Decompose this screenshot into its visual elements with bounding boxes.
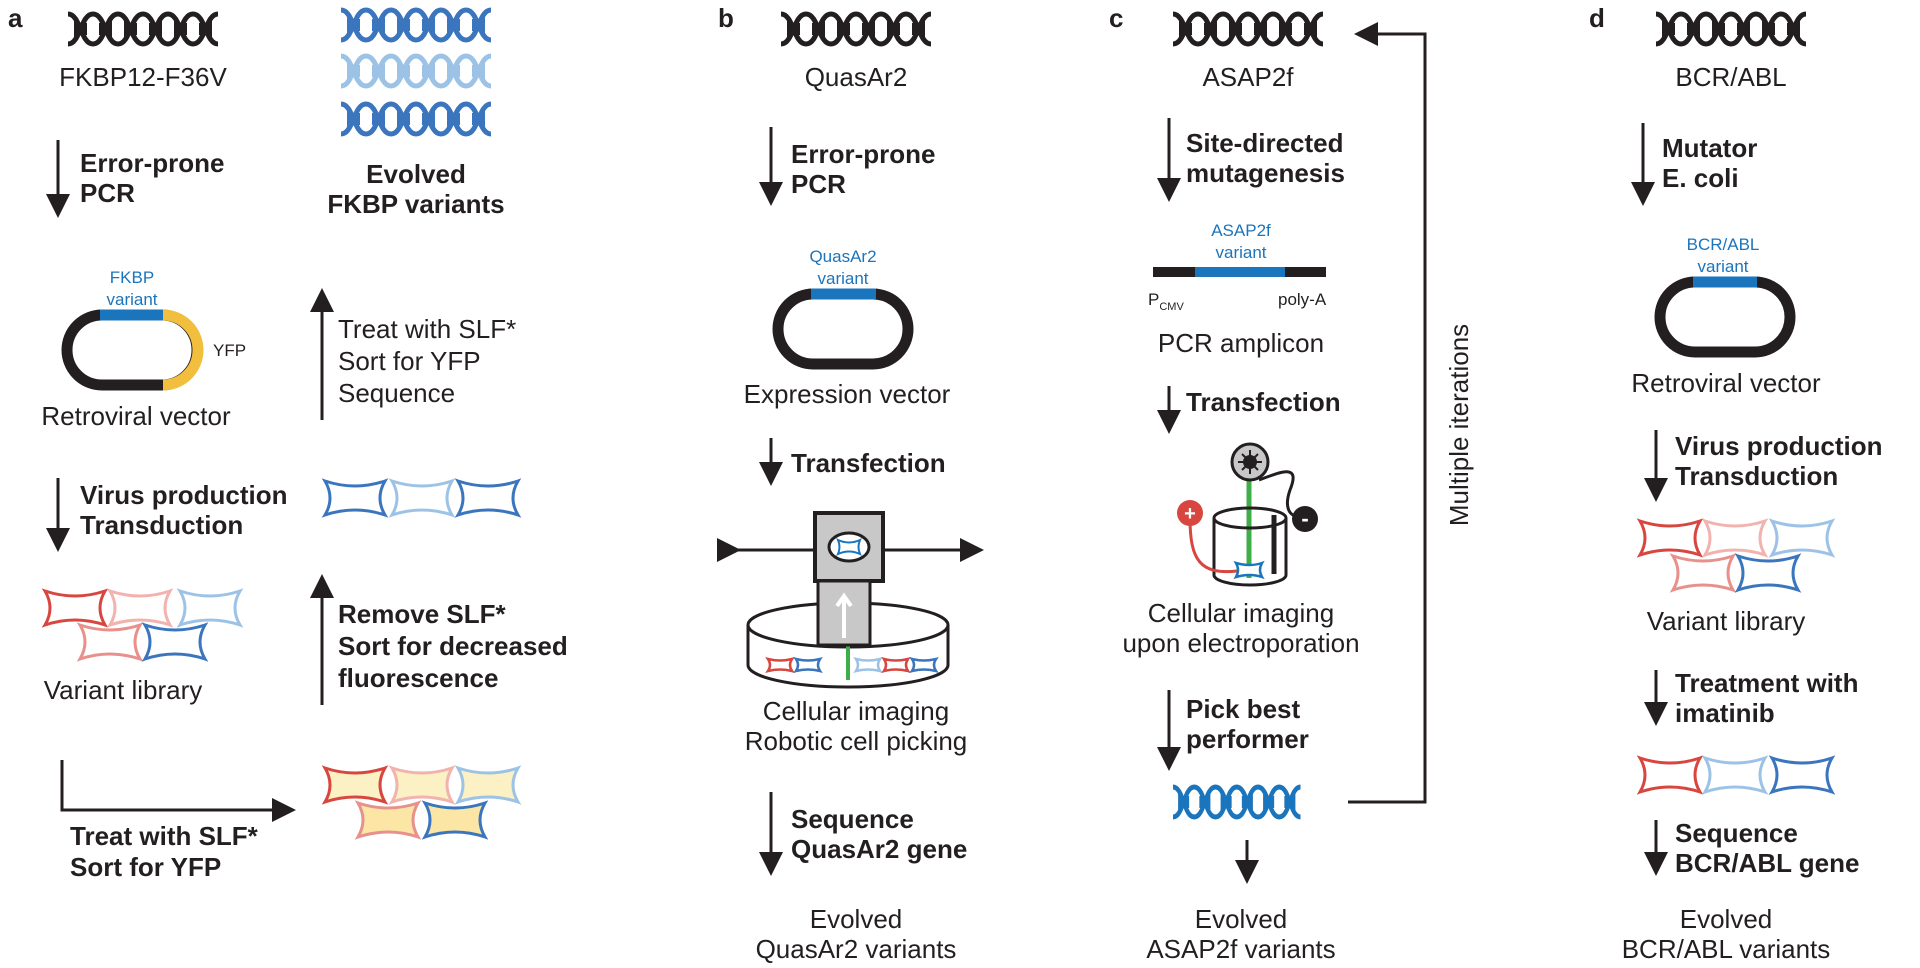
step-label: mutagenesis [1186,158,1345,188]
best-dna-icon [1173,787,1301,817]
step-label: Treat with SLF* [70,821,259,851]
result-label: Evolved [810,904,903,934]
plasmid-icon [61,309,203,391]
step-label: Sequence [1675,818,1798,848]
surviving-cells [1638,756,1834,794]
step-label: QuasAr2 gene [791,834,967,864]
vector-label: Retroviral vector [41,401,231,431]
cell-group [323,479,520,517]
step-label: Error-prone [80,148,224,178]
step-label: Sequence [791,804,914,834]
vector-label: Retroviral vector [1631,368,1821,398]
minus-sign: - [1301,506,1308,531]
iteration-loop-arrow [1348,22,1427,804]
result-label: FKBP variants [327,189,504,219]
variant-label: variant [1215,243,1266,262]
step-label: Transduction [1675,461,1838,491]
imaging-label: Cellular imaging [763,696,949,726]
amplicon-label: PCR amplicon [1158,328,1324,358]
variant-label: BCR/ABL [1687,235,1760,254]
panel-d-letter: d [1589,3,1605,33]
step-label: performer [1186,724,1309,754]
panel-b-letter: b [718,3,734,33]
imaging-label: Cellular imaging [1148,598,1334,628]
robotic-picker-icon [717,511,984,689]
variant-label: variant [817,269,868,288]
panel-a-letter: a [8,3,23,33]
arrow-right [60,760,296,822]
imaging-label: Robotic cell picking [745,726,968,756]
step-label: Virus production [80,480,288,510]
loop-label: Multiple iterations [1444,324,1474,526]
plasmid-icon [772,288,914,370]
variant-label: FKBP [110,268,154,287]
panel-d: d BCR/ABL Mutator E. coli BCR/ABL varian… [1589,3,1883,964]
gene-name: ASAP2f [1202,62,1294,92]
evolved-dna-icon [341,56,491,86]
variant-label: variant [1697,257,1748,276]
step-label: PCR [791,169,846,199]
step-label: Remove SLF* [338,599,506,629]
step-label: PCR [80,178,135,208]
yfp-cells [323,766,520,839]
panel-a: a FKBP12-F36V Error-prone PCR Evolved FK… [8,3,568,882]
panel-b: b QuasAr2 Error-prone PCR QuasAr2 varian… [717,3,984,964]
promoter-label: PCMV [1148,290,1184,313]
step-label: Transfection [1186,387,1341,417]
plasmid-icon [1654,276,1796,358]
plus-sign: + [1184,503,1196,525]
step-label: Transfection [791,448,946,478]
imaging-label: upon electroporation [1122,628,1359,658]
evolved-dna-icon [341,104,491,134]
dna-icon [68,14,218,44]
step-label: Sequence [338,378,455,408]
evolved-dna-icon [341,10,491,40]
library-label: Variant library [44,675,202,705]
result-label: ASAP2f variants [1146,934,1335,964]
gene-name: FKBP12-F36V [59,62,227,92]
step-label: imatinib [1675,698,1775,728]
step-label: fluorescence [338,663,498,693]
dna-icon [781,14,931,44]
step-label: Pick best [1186,694,1301,724]
result-label: Evolved [1195,904,1288,934]
step-label: Treat with SLF* [338,314,516,344]
yfp-label: YFP [213,341,246,360]
step-label: Treatment with [1675,668,1858,698]
variant-label: QuasAr2 [809,247,876,266]
result-label: Evolved [1680,904,1773,934]
panel-c: c ASAP2f Site-directed mutagenesis ASAP2… [1109,3,1474,964]
step-label: E. coli [1662,163,1739,193]
gene-name: QuasAr2 [805,62,908,92]
polya-label: poly-A [1278,290,1327,309]
step-label: Sort for YFP [70,852,221,882]
vector-label: Expression vector [744,379,951,409]
variant-library-cells [43,589,242,661]
gene-name: BCR/ABL [1675,62,1786,92]
step-label: Error-prone [791,139,935,169]
step-label: Transduction [80,510,243,540]
panel-c-letter: c [1109,3,1123,33]
result-label: Evolved [366,159,466,189]
variant-label: ASAP2f [1211,221,1271,240]
dna-icon [1656,14,1806,44]
variant-library-cells [1638,519,1834,592]
electroporation-icon [1177,442,1318,587]
result-label: BCR/ABL variants [1622,934,1831,964]
step-label: Mutator [1662,133,1757,163]
step-label: BCR/ABL gene [1675,848,1859,878]
step-label: Sort for YFP [338,346,481,376]
dna-icon [1173,14,1323,44]
variant-label: variant [106,290,157,309]
step-label: Virus production [1675,431,1883,461]
result-label: QuasAr2 variants [756,934,957,964]
step-label: Sort for decreased [338,631,568,661]
step-label: Site-directed [1186,128,1344,158]
library-label: Variant library [1647,606,1805,636]
